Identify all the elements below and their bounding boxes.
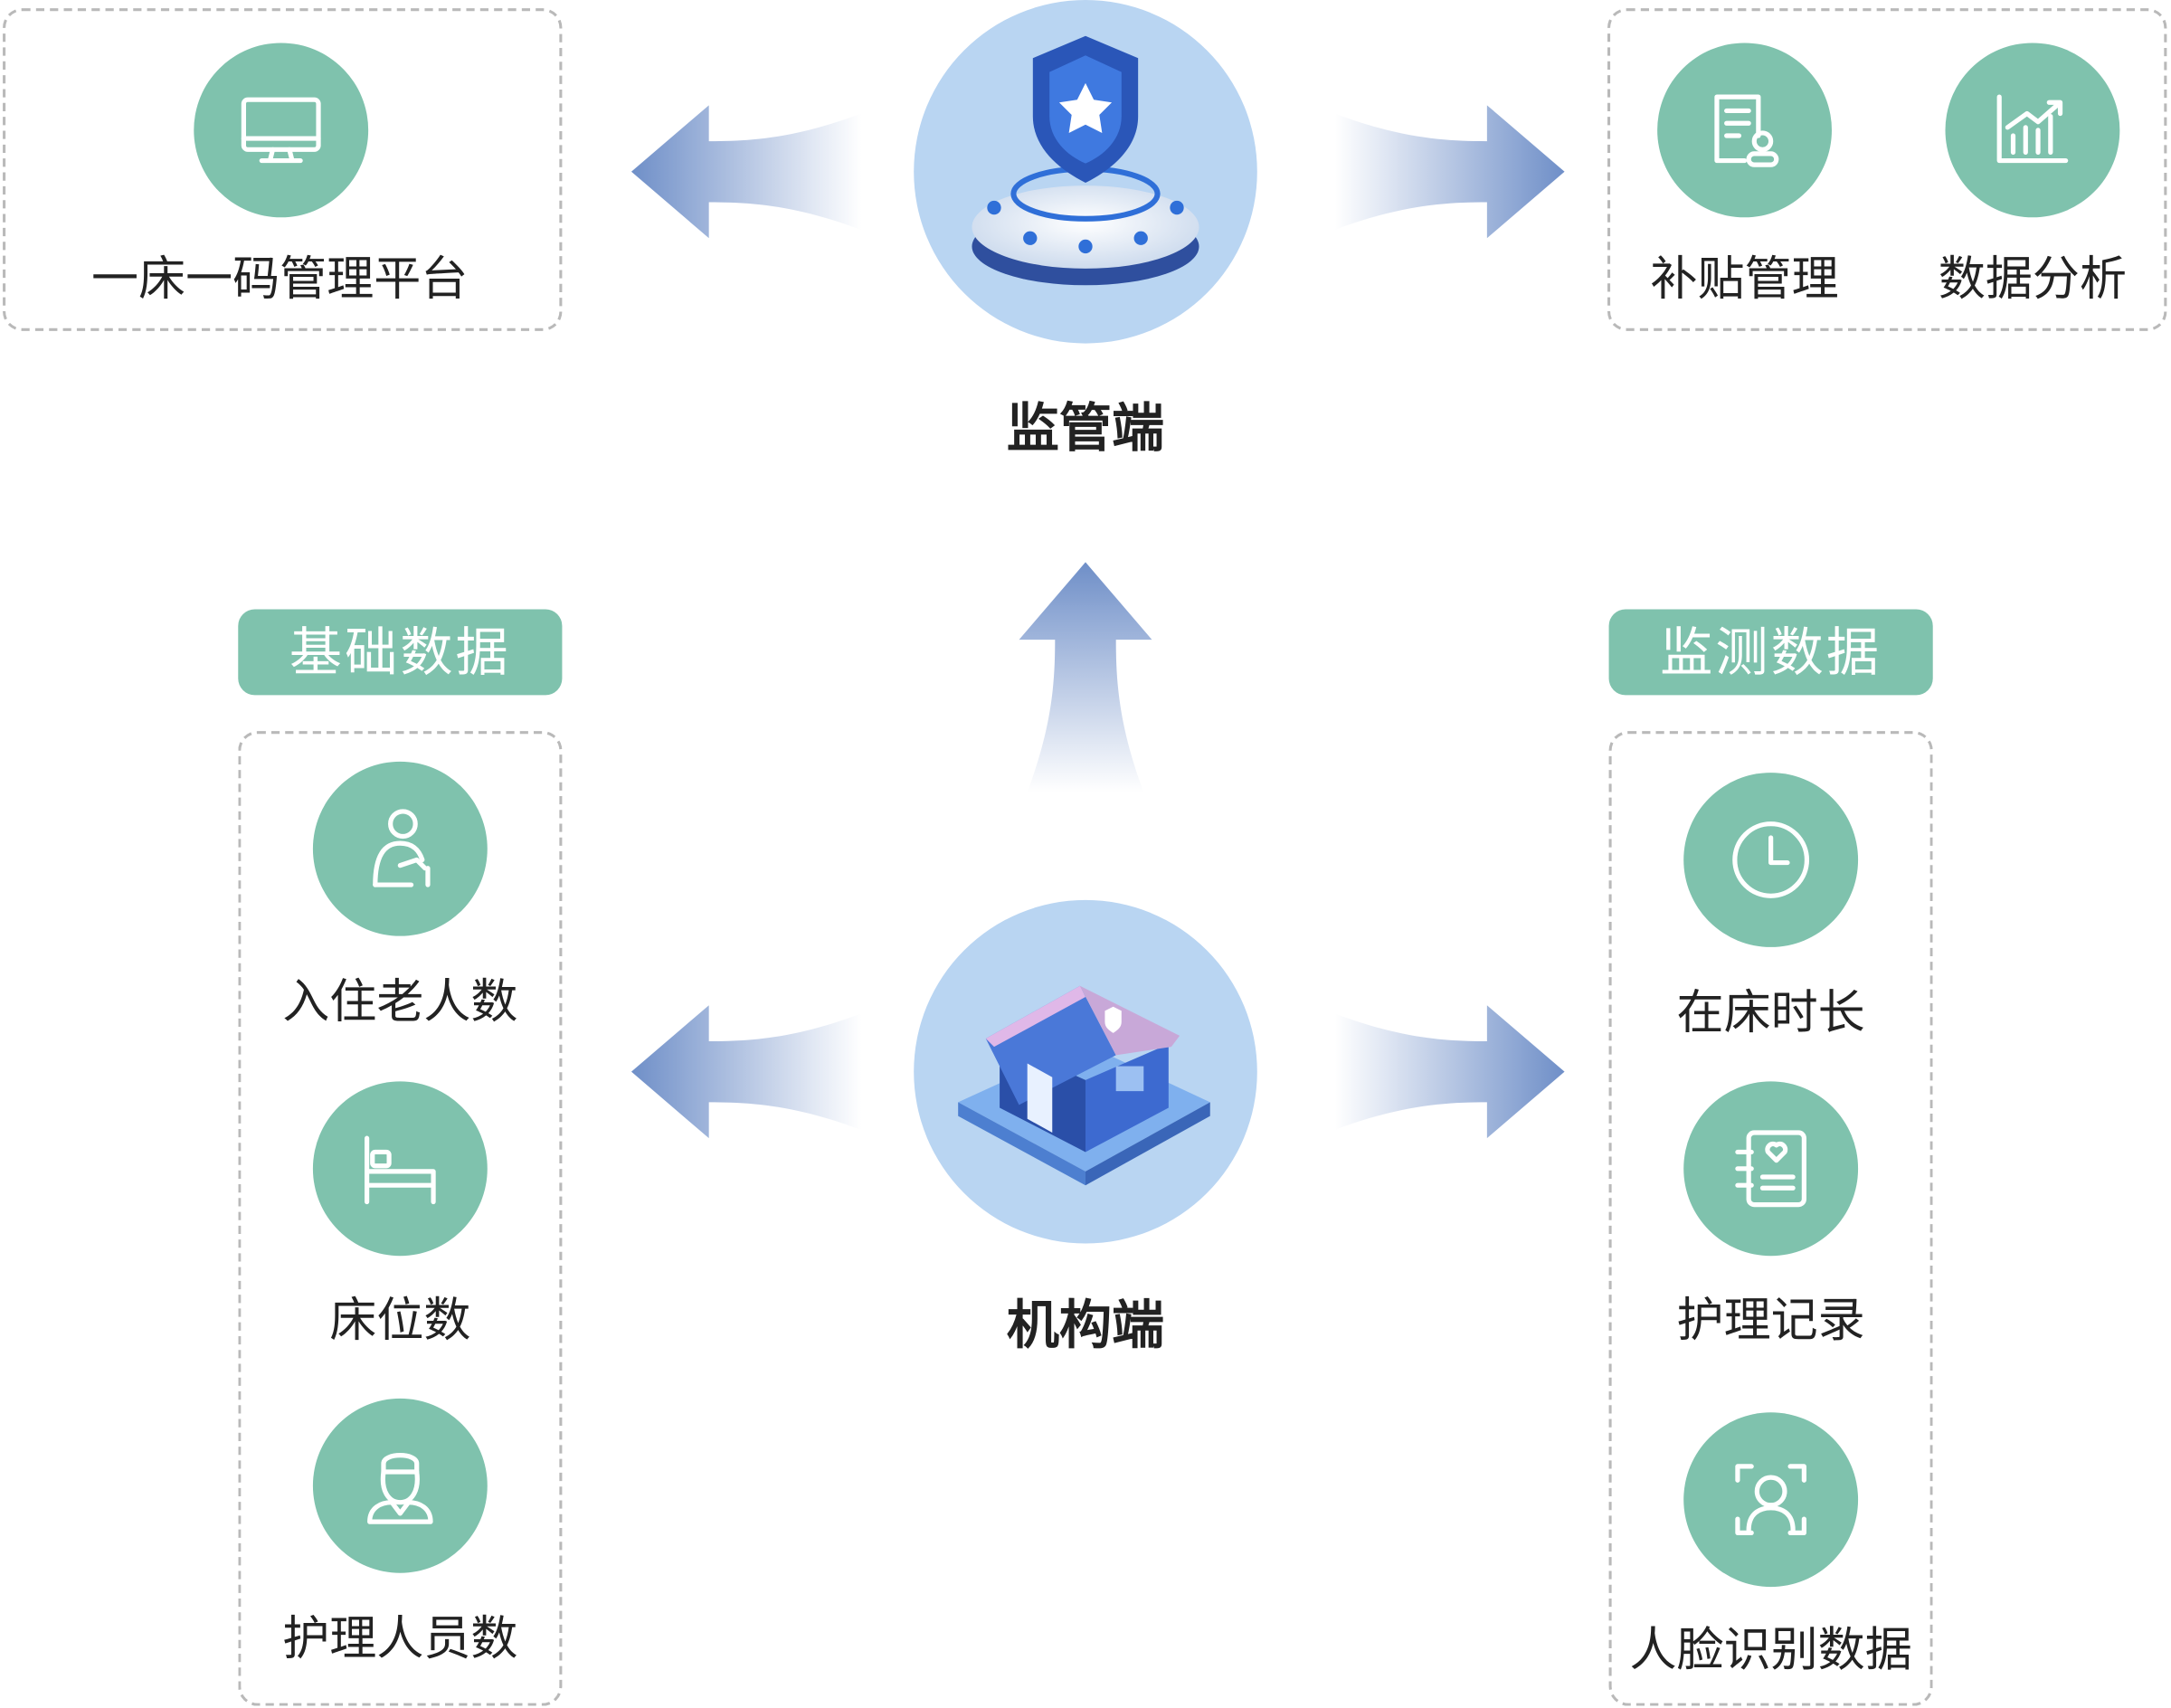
face-recognition-icon: [1735, 1464, 1806, 1535]
arrow-to-platform: [630, 105, 862, 239]
arrow-to-services: [1334, 105, 1565, 239]
analysis-item: [1945, 43, 2120, 218]
elderly-person-icon: [373, 809, 431, 887]
bar-chart-icon: [1996, 94, 2069, 164]
basic-data-title: 基础数据: [238, 609, 563, 696]
institution-hub-label: 机构端: [1006, 1295, 1165, 1356]
institution-hub: [914, 899, 1257, 1244]
elderly-count-label: 入住老人数: [282, 974, 518, 1030]
platform-box: [3, 8, 563, 331]
face-recognition-label: 人脸识别数据: [1629, 1622, 1912, 1679]
supervision-hub-label: 监管端: [1006, 397, 1165, 459]
bed-count-label: 床位数: [329, 1293, 471, 1349]
platform-item: [194, 43, 369, 218]
nurse-icon: [367, 1453, 433, 1524]
monitoring-data-title: 监测数据: [1608, 609, 1933, 696]
supervision-hub: [914, 0, 1257, 344]
arrow-up-to-supervision: [1019, 562, 1152, 792]
nurse-count-item: [312, 1398, 488, 1573]
nurse-count-label: 护理人员数: [282, 1611, 518, 1667]
basic-data-box: [238, 731, 563, 1706]
subsidy-label: 补贴管理: [1650, 251, 1839, 308]
clock-icon: [1732, 821, 1810, 898]
monitoring-data-box: [1608, 731, 1933, 1706]
face-recognition-item: [1683, 1412, 1859, 1588]
care-record-item: [1683, 1081, 1859, 1257]
bed-duration-item: [1683, 773, 1859, 947]
arrow-to-monitoring-data: [1334, 1005, 1565, 1139]
monitor-icon: [241, 97, 321, 164]
care-record-label: 护理记录: [1676, 1293, 1865, 1349]
platform-label: 一床一码管理平台: [91, 251, 469, 308]
analysis-label: 数据分析: [1938, 251, 2128, 308]
supervision-services-box: [1607, 8, 2167, 331]
subsidy-item: [1657, 43, 1832, 218]
elderly-count-item: [312, 761, 488, 936]
house-icon: [958, 985, 1210, 1186]
bed-icon: [365, 1135, 436, 1205]
care-record-icon: [1735, 1130, 1806, 1208]
subsidy-document-icon: [1714, 94, 1779, 167]
bed-duration-label: 在床时长: [1676, 985, 1865, 1042]
arrow-to-basic-data: [630, 1005, 862, 1139]
bed-count-item: [312, 1081, 488, 1257]
shield-platform-icon: [972, 35, 1199, 286]
